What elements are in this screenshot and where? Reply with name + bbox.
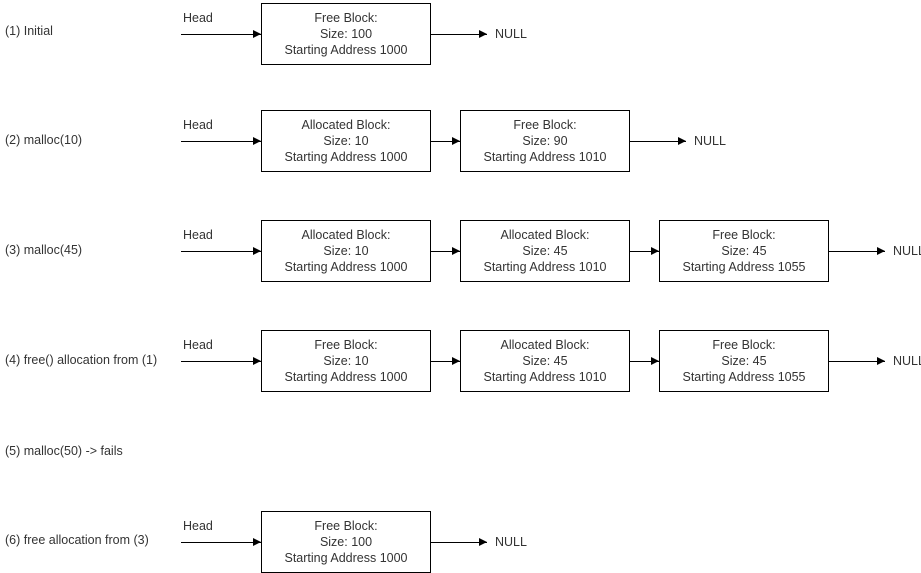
block-node: Allocated Block: Size: 10 Starting Address… — [261, 220, 431, 282]
null-label-row-2: NULL — [694, 134, 726, 148]
block-node: Allocated Block: Size: 45 Starting Address… — [460, 220, 630, 282]
head-arrow-row-4-arrowhead-icon — [253, 357, 261, 365]
step-label-6: (6) free allocation from (3) — [5, 533, 149, 547]
block-address: Starting Address 1000 — [284, 370, 408, 384]
head-label-row-1: Head — [183, 11, 213, 25]
block-node: Free Block: Size: 10 Starting Address 1000 — [261, 330, 431, 392]
block-size: Size: 10 — [323, 134, 369, 148]
link-arrow-r3-b2-arrowhead-icon — [651, 247, 659, 255]
null-arrow-row-4-line — [829, 361, 885, 362]
null-label-row-1: NULL — [495, 27, 527, 41]
link-arrow-r3-b1-arrowhead-icon — [452, 247, 460, 255]
null-label-row-4: NULL — [893, 354, 921, 368]
head-label-row-3: Head — [183, 228, 213, 242]
block-node: Free Block: Size: 90 Starting Address 1010 — [460, 110, 630, 172]
link-arrow-r4-b1-line — [431, 361, 460, 362]
block-size: Size: 45 — [522, 354, 568, 368]
step-label-2: (2) malloc(10) — [5, 133, 83, 147]
block-kind: Free Block: — [314, 519, 378, 533]
block-address: Starting Address 1000 — [284, 260, 408, 274]
block-node: Allocated Block: Size: 10 Starting Address… — [261, 110, 431, 172]
null-arrow-row-4-arrowhead-icon — [877, 357, 885, 365]
link-arrow-r4-b2-arrowhead-icon — [651, 357, 659, 365]
block-size: Size: 45 — [721, 354, 767, 368]
head-arrow-row-4-line — [181, 361, 261, 362]
block-kind: Free Block: — [712, 338, 776, 352]
block-kind: Free Block: — [712, 228, 776, 242]
link-arrow-r3-b1-line — [431, 251, 460, 252]
head-label-row-6: Head — [183, 519, 213, 533]
head-arrow-row-6-line — [181, 542, 261, 543]
block-address: Starting Address 1000 — [284, 551, 408, 565]
block-address: Starting Address 1000 — [284, 43, 408, 57]
null-arrow-row-6-line — [431, 542, 487, 543]
block-size: Size: 100 — [319, 535, 373, 549]
head-label-row-4: Head — [183, 338, 213, 352]
block-size: Size: 100 — [319, 27, 373, 41]
block-kind: Allocated Block: — [301, 118, 391, 132]
block-size: Size: 10 — [323, 354, 369, 368]
block-kind: Allocated Block: — [500, 338, 590, 352]
step-label-4: (4) free() allocation from (1) — [5, 353, 158, 367]
link-arrow-r3-b2-line — [630, 251, 659, 252]
head-arrow-row-1-line — [181, 34, 261, 35]
head-arrow-row-1-arrowhead-icon — [253, 30, 261, 38]
block-kind: Allocated Block: — [301, 228, 391, 242]
null-arrow-row-1-line — [431, 34, 487, 35]
null-arrow-row-2-line — [630, 141, 686, 142]
null-arrow-row-1-arrowhead-icon — [479, 30, 487, 38]
block-node: Free Block: Size: 45 Starting Address 1055 — [659, 220, 829, 282]
block-address: Starting Address 1000 — [284, 150, 408, 164]
null-label-row-6: NULL — [495, 535, 527, 549]
block-kind: Free Block: — [314, 11, 378, 25]
head-arrow-row-3-arrowhead-icon — [253, 247, 261, 255]
head-arrow-row-2-line — [181, 141, 261, 142]
link-arrow-r4-b1-arrowhead-icon — [452, 357, 460, 365]
block-address: Starting Address 1055 — [682, 370, 806, 384]
block-size: Size: 45 — [522, 244, 568, 258]
head-arrow-row-2-arrowhead-icon — [253, 137, 261, 145]
block-size: Size: 45 — [721, 244, 767, 258]
null-arrow-row-6-arrowhead-icon — [479, 538, 487, 546]
block-address: Starting Address 1010 — [483, 260, 607, 274]
block-node: Allocated Block: Size: 45 Starting Address… — [460, 330, 630, 392]
block-node: Free Block: Size: 45 Starting Address 1055 — [659, 330, 829, 392]
link-arrow-r2-b1-line — [431, 141, 460, 142]
block-size: Size: 90 — [522, 134, 568, 148]
link-arrow-r2-b1-arrowhead-icon — [452, 137, 460, 145]
null-arrow-row-2-arrowhead-icon — [678, 137, 686, 145]
block-kind: Allocated Block: — [500, 228, 590, 242]
block-kind: Free Block: — [513, 118, 577, 132]
link-arrow-r4-b2-line — [630, 361, 659, 362]
block-kind: Free Block: — [314, 338, 378, 352]
null-arrow-row-3-line — [829, 251, 885, 252]
step-label-5: (5) malloc(50) -> fails — [5, 444, 123, 458]
head-label-row-2: Head — [183, 118, 213, 132]
block-address: Starting Address 1010 — [483, 150, 607, 164]
step-label-1: (1) Initial — [5, 24, 53, 38]
null-arrow-row-3-arrowhead-icon — [877, 247, 885, 255]
block-address: Starting Address 1010 — [483, 370, 607, 384]
head-arrow-row-6-arrowhead-icon — [253, 538, 261, 546]
block-address: Starting Address 1055 — [682, 260, 806, 274]
block-size: Size: 10 — [323, 244, 369, 258]
head-arrow-row-3-line — [181, 251, 261, 252]
null-label-row-3: NULL — [893, 244, 921, 258]
step-label-3: (3) malloc(45) — [5, 243, 83, 257]
